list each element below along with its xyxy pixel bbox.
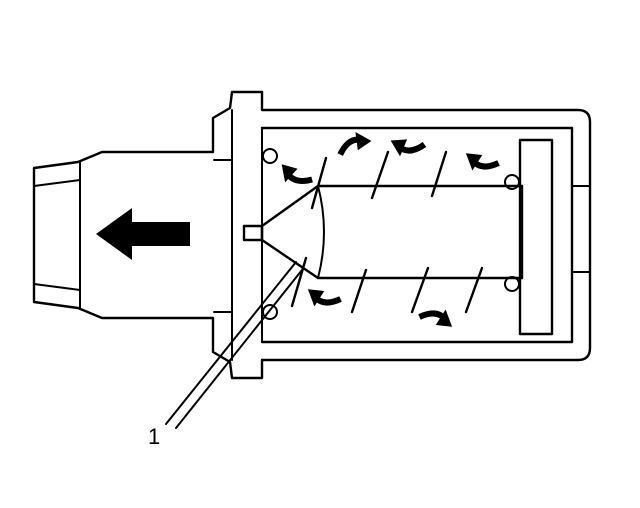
valve-plunger — [260, 184, 524, 280]
curved-arrow-icon — [465, 153, 500, 171]
left-arrow-icon — [96, 208, 190, 260]
callout-1-label: 1 — [148, 424, 160, 449]
curved-arrow-icon — [307, 289, 342, 307]
curved-arrow-icon — [281, 164, 313, 184]
curved-arrow-icon — [390, 139, 427, 157]
callout-1-leader — [165, 261, 303, 429]
valve-spring — [262, 148, 520, 320]
curved-arrow-icon — [337, 131, 372, 156]
valve-seat — [242, 224, 264, 242]
circulation-arrows — [281, 131, 500, 327]
valve-end-disc — [518, 138, 554, 336]
curved-arrow-icon — [418, 309, 453, 327]
